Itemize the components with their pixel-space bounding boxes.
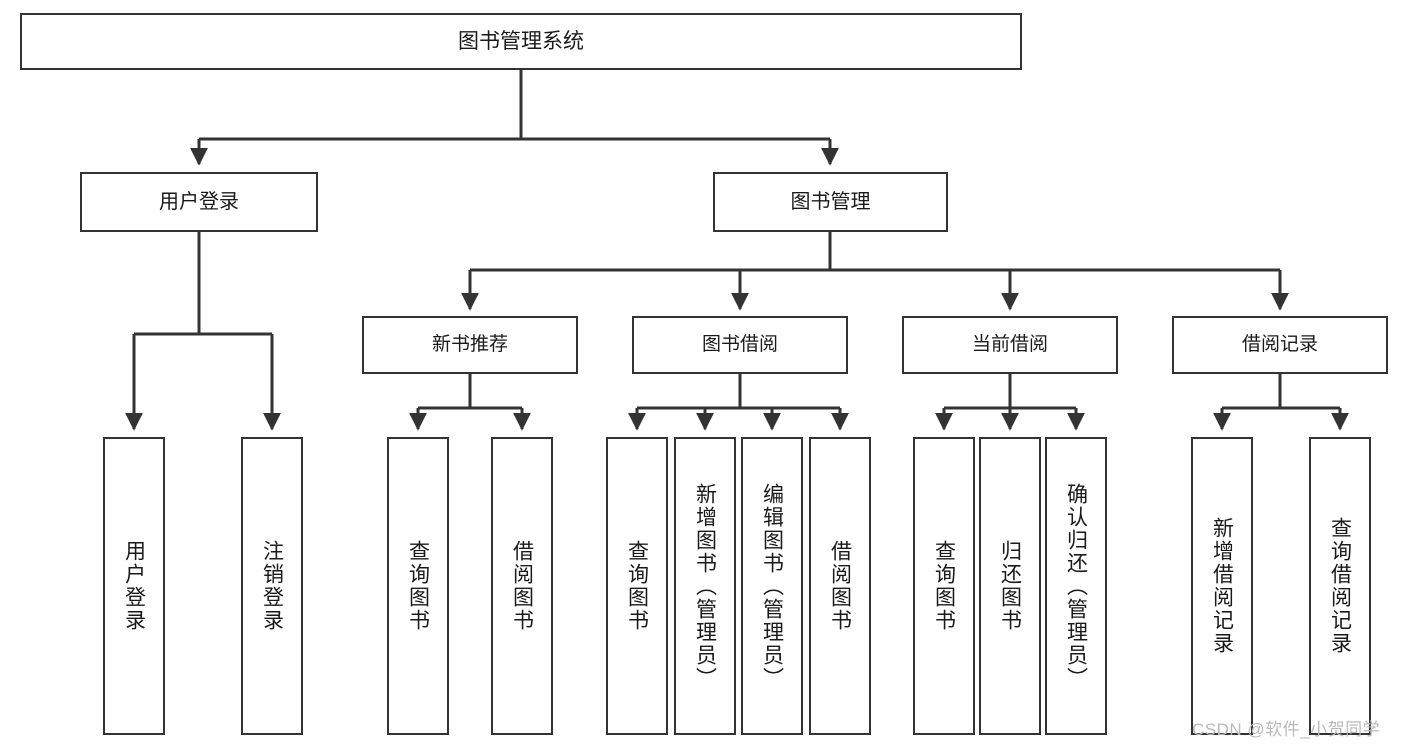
leaf-book-borrow-query-label: 查询图书: [625, 540, 649, 632]
node-current-borrow-label: 当前借阅: [971, 334, 1048, 356]
leaf-new-book-borrow[interactable]: 借阅图书: [491, 437, 553, 735]
leaf-borrow-record-query-label: 查询借阅记录: [1328, 517, 1352, 655]
leaf-current-borrow-confirm-return[interactable]: 确认归还（管理员）: [1045, 437, 1107, 735]
leaf-book-borrow-query[interactable]: 查询图书: [606, 437, 668, 735]
leaf-new-book-borrow-label: 借阅图书: [510, 540, 534, 632]
leaf-book-borrow-borrow-label: 借阅图书: [828, 540, 852, 632]
node-book-borrow-label: 图书借阅: [701, 334, 778, 356]
leaf-borrow-record-query[interactable]: 查询借阅记录: [1309, 437, 1371, 735]
node-root-system-label: 图书管理系统: [458, 29, 584, 53]
leaf-user-login-signout[interactable]: 注销登录: [241, 437, 303, 735]
node-book-borrow[interactable]: 图书借阅: [632, 316, 848, 374]
leaf-book-borrow-add[interactable]: 新增图书（管理员）: [674, 437, 736, 735]
leaf-current-borrow-confirm-return-label: 确认归还（管理员）: [1064, 482, 1088, 690]
leaf-book-borrow-borrow[interactable]: 借阅图书: [809, 437, 871, 735]
leaf-user-login-signin[interactable]: 用户登录: [103, 437, 165, 735]
leaf-book-borrow-edit[interactable]: 编辑图书（管理员）: [741, 437, 803, 735]
leaf-borrow-record-add-label: 新增借阅记录: [1210, 517, 1234, 655]
node-new-book-recommendation-label: 新书推荐: [431, 334, 508, 356]
leaf-new-book-query[interactable]: 查询图书: [387, 437, 449, 735]
leaf-book-borrow-add-label: 新增图书（管理员）: [693, 482, 717, 690]
node-book-manage-label: 图书管理: [790, 190, 871, 213]
leaf-current-borrow-return[interactable]: 归还图书: [979, 437, 1041, 735]
node-book-manage[interactable]: 图书管理: [713, 172, 948, 232]
node-borrow-record-label: 借阅记录: [1241, 334, 1318, 356]
leaf-user-login-signin-label: 用户登录: [122, 540, 146, 632]
csdn-watermark: CSDN @软件_小贺同学: [1192, 720, 1381, 739]
node-current-borrow[interactable]: 当前借阅: [902, 316, 1118, 374]
node-new-book-recommendation[interactable]: 新书推荐: [362, 316, 578, 374]
node-user-login-label: 用户登录: [159, 190, 239, 213]
node-user-login[interactable]: 用户登录: [80, 172, 318, 232]
leaf-new-book-query-label: 查询图书: [406, 540, 430, 632]
node-borrow-record[interactable]: 借阅记录: [1172, 316, 1388, 374]
leaf-current-borrow-query-label: 查询图书: [932, 540, 956, 632]
leaf-borrow-record-add[interactable]: 新增借阅记录: [1191, 437, 1253, 735]
leaf-current-borrow-query[interactable]: 查询图书: [913, 437, 975, 735]
leaf-user-login-signout-label: 注销登录: [260, 540, 284, 632]
leaf-current-borrow-return-label: 归还图书: [998, 540, 1022, 632]
leaf-book-borrow-edit-label: 编辑图书（管理员）: [760, 482, 784, 690]
node-root-system[interactable]: 图书管理系统: [20, 13, 1022, 70]
